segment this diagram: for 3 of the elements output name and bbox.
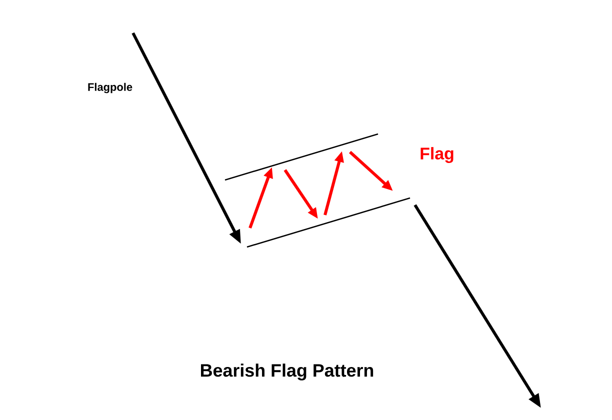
text-label: Flag bbox=[420, 147, 454, 163]
caption: Bearish Flag Pattern bbox=[201, 364, 374, 380]
text-label: Flagpole bbox=[88, 82, 132, 94]
